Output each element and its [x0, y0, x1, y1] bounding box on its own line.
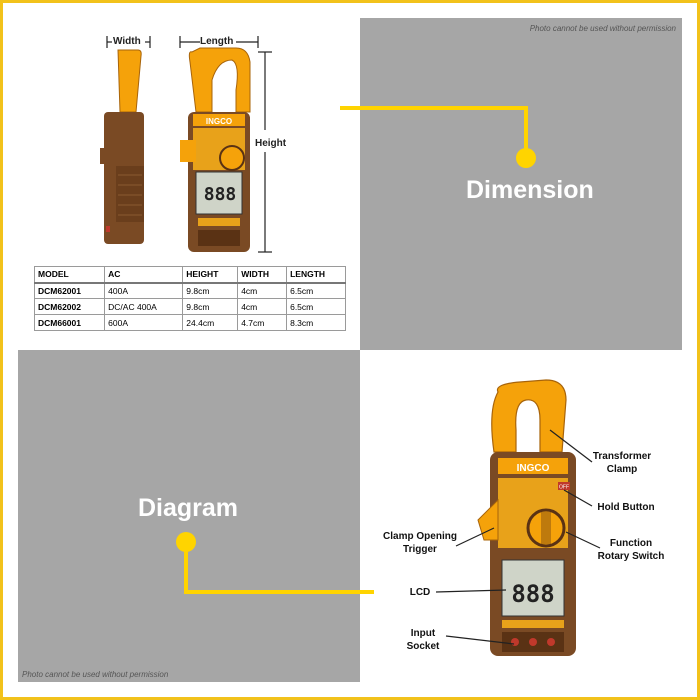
- spec-table: MODEL AC HEIGHT WIDTH LENGTH DCM62001 40…: [33, 266, 346, 331]
- permission-notice-top: Photo cannot be used without permission: [529, 24, 676, 33]
- diagram-leader-lines: [435, 429, 601, 645]
- label-hold-button: Hold Button: [597, 502, 655, 513]
- cell-ac: DC/AC 400A: [104, 298, 184, 315]
- cell-length: 6.5cm: [286, 282, 346, 299]
- cell-height: 9.8cm: [182, 282, 239, 299]
- meter-side-view: [100, 49, 144, 244]
- width-dimension-line: [106, 36, 151, 48]
- cell-width: 4cm: [237, 298, 288, 315]
- dimension-title-panel: [360, 18, 682, 350]
- length-dimension-line: [179, 36, 259, 48]
- cell-model: DCM62002: [33, 298, 106, 315]
- off-label: OFF: [559, 485, 569, 491]
- lcd-digits-large: 888: [511, 580, 554, 608]
- cell-height: 24.4cm: [182, 314, 239, 331]
- brand-logo-small: INGCO: [206, 117, 232, 126]
- height-label: Height: [255, 138, 287, 149]
- height-dimension-line: [258, 51, 272, 253]
- width-label: Width: [113, 36, 141, 47]
- cell-width: 4cm: [237, 282, 288, 299]
- label-input-socket: Input Socket: [406, 628, 440, 652]
- label-lcd: LCD: [409, 587, 431, 598]
- header-model: MODEL: [33, 266, 106, 284]
- dimension-title: Dimension: [466, 176, 594, 204]
- brand-logo-large: INGCO: [517, 463, 550, 474]
- permission-notice-bottom: Photo cannot be used without permission: [22, 670, 169, 679]
- table-row: DCM62002 DC/AC 400A 9.8cm 4cm 6.5cm: [33, 298, 346, 315]
- spec-table-header: MODEL AC HEIGHT WIDTH LENGTH: [33, 266, 346, 284]
- header-length: LENGTH: [286, 266, 346, 284]
- cell-width: 4.7cm: [237, 314, 288, 331]
- cell-height: 9.8cm: [182, 298, 239, 315]
- cell-length: 8.3cm: [286, 314, 346, 331]
- lcd-digits-small: 888: [204, 184, 237, 205]
- diagram-title-panel: [18, 350, 360, 682]
- table-row: DCM62001 400A 9.8cm 4cm 6.5cm: [33, 282, 346, 299]
- cell-ac: 400A: [104, 282, 184, 299]
- header-height: HEIGHT: [182, 266, 239, 284]
- meter-front-view-small: INGCO 888: [180, 47, 251, 252]
- cell-length: 6.5cm: [286, 298, 346, 315]
- diagram-title: Diagram: [138, 494, 239, 522]
- header-ac: AC: [104, 266, 184, 284]
- dimension-connector: [340, 106, 536, 168]
- label-transformer-clamp: Transformer Clamp: [592, 451, 652, 475]
- table-row: DCM66001 600A 24.4cm 4.7cm 8.3cm: [33, 314, 346, 331]
- cell-model: DCM62001: [33, 282, 106, 299]
- cell-ac: 600A: [104, 314, 184, 331]
- length-label: Length: [200, 36, 234, 47]
- label-clamp-opening-trigger: Clamp Opening Trigger: [383, 531, 457, 555]
- cell-model: DCM66001: [33, 314, 106, 331]
- diagram-connector: [176, 532, 374, 594]
- label-function-rotary-switch: Function Rotary Switch: [597, 538, 665, 562]
- header-width: WIDTH: [237, 266, 288, 284]
- meter-front-view-large: INGCO OFF 888: [477, 379, 576, 656]
